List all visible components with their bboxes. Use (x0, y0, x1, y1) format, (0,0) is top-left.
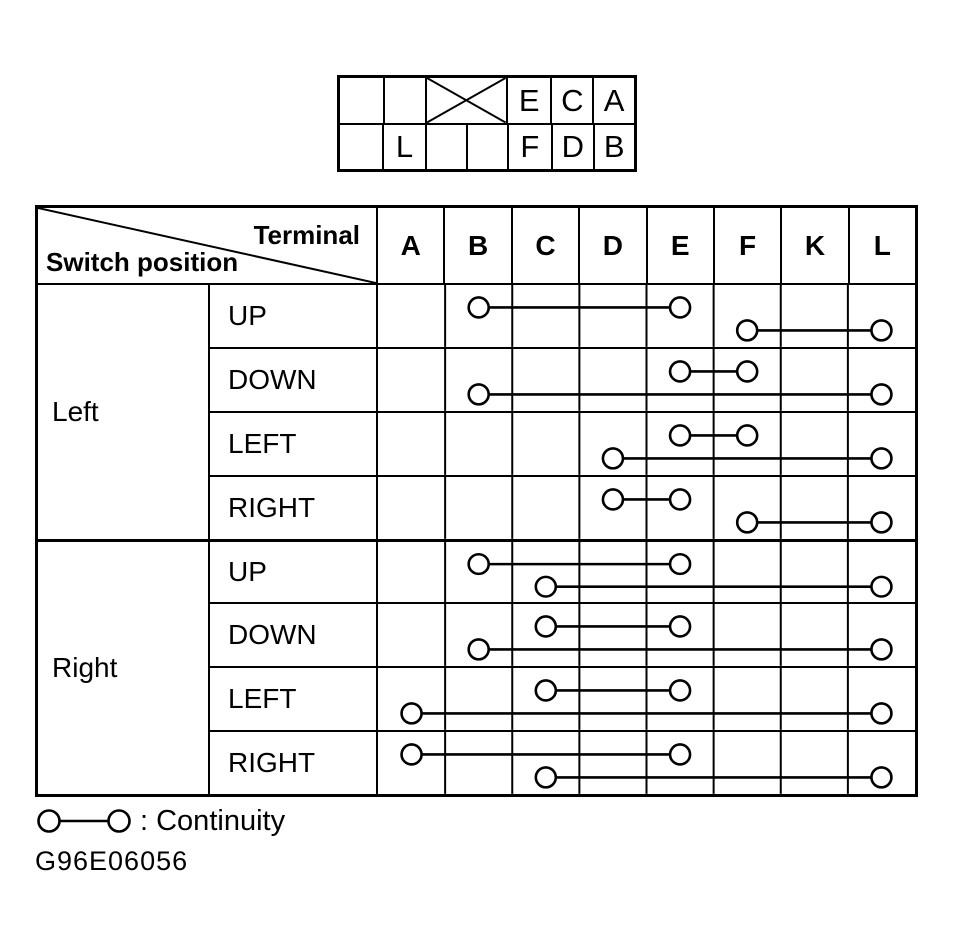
terminal-header-l: L (847, 208, 915, 283)
continuity-cells-left-left (376, 410, 915, 475)
terminal-header-c: C (510, 208, 578, 283)
terminal-header-f: F (712, 208, 780, 283)
continuity-cells-right-left (376, 666, 915, 731)
pin-cell-empty (340, 78, 383, 123)
terminal-header-a: A (400, 229, 421, 261)
pin-label-l: L (382, 124, 424, 169)
position-label-left-right: RIGHT (208, 474, 376, 539)
pin-label-a: A (592, 78, 634, 123)
pin-label-d: D (551, 124, 592, 169)
terminal-header-e: E (645, 208, 713, 283)
position-label-left-left: LEFT (208, 410, 376, 475)
pin-cell-empty (340, 125, 382, 170)
pin-label-c: C (550, 78, 592, 123)
continuity-cells-left-right (376, 474, 915, 539)
continuity-symbol-icon (37, 809, 131, 833)
continuity-cells-left-down (376, 346, 915, 411)
pin-cell-empty (466, 124, 507, 169)
legend: : Continuity (36, 804, 285, 838)
group-label-right: Right (38, 538, 208, 795)
terminal-header-b: B (443, 208, 510, 283)
position-label-left-down: DOWN (208, 346, 376, 411)
pin-label-f: F (506, 124, 551, 169)
continuity-cells-right-down (376, 602, 915, 667)
cross-marked-cell (425, 78, 506, 123)
continuity-cells-right-up (376, 538, 915, 603)
terminal-header-k: K (780, 208, 847, 283)
pin-cell-empty (424, 124, 466, 169)
continuity-cells-right-right (376, 730, 915, 794)
pin-cell-empty (382, 78, 426, 123)
position-label-right-right: RIGHT (208, 730, 376, 794)
diagonal-divider (38, 208, 376, 283)
continuity-cells-left-up (376, 283, 915, 347)
table-corner-cell: Terminal Switch position (38, 208, 376, 283)
terminal-header-d: D (578, 208, 645, 283)
position-label-left-up: UP (208, 283, 376, 347)
pin-label-e: E (505, 78, 551, 123)
switch-position-header-label: Switch position (46, 247, 239, 277)
position-label-right-left: LEFT (208, 666, 376, 731)
position-label-right-up: UP (208, 538, 376, 603)
legend-label: : Continuity (140, 804, 286, 837)
group-label-left: Left (38, 283, 208, 539)
terminal-header-label: Terminal (253, 220, 360, 250)
figure-code: G96E06056 (35, 846, 189, 876)
position-label-right-down: DOWN (208, 602, 376, 667)
pin-label-b: B (592, 124, 634, 169)
